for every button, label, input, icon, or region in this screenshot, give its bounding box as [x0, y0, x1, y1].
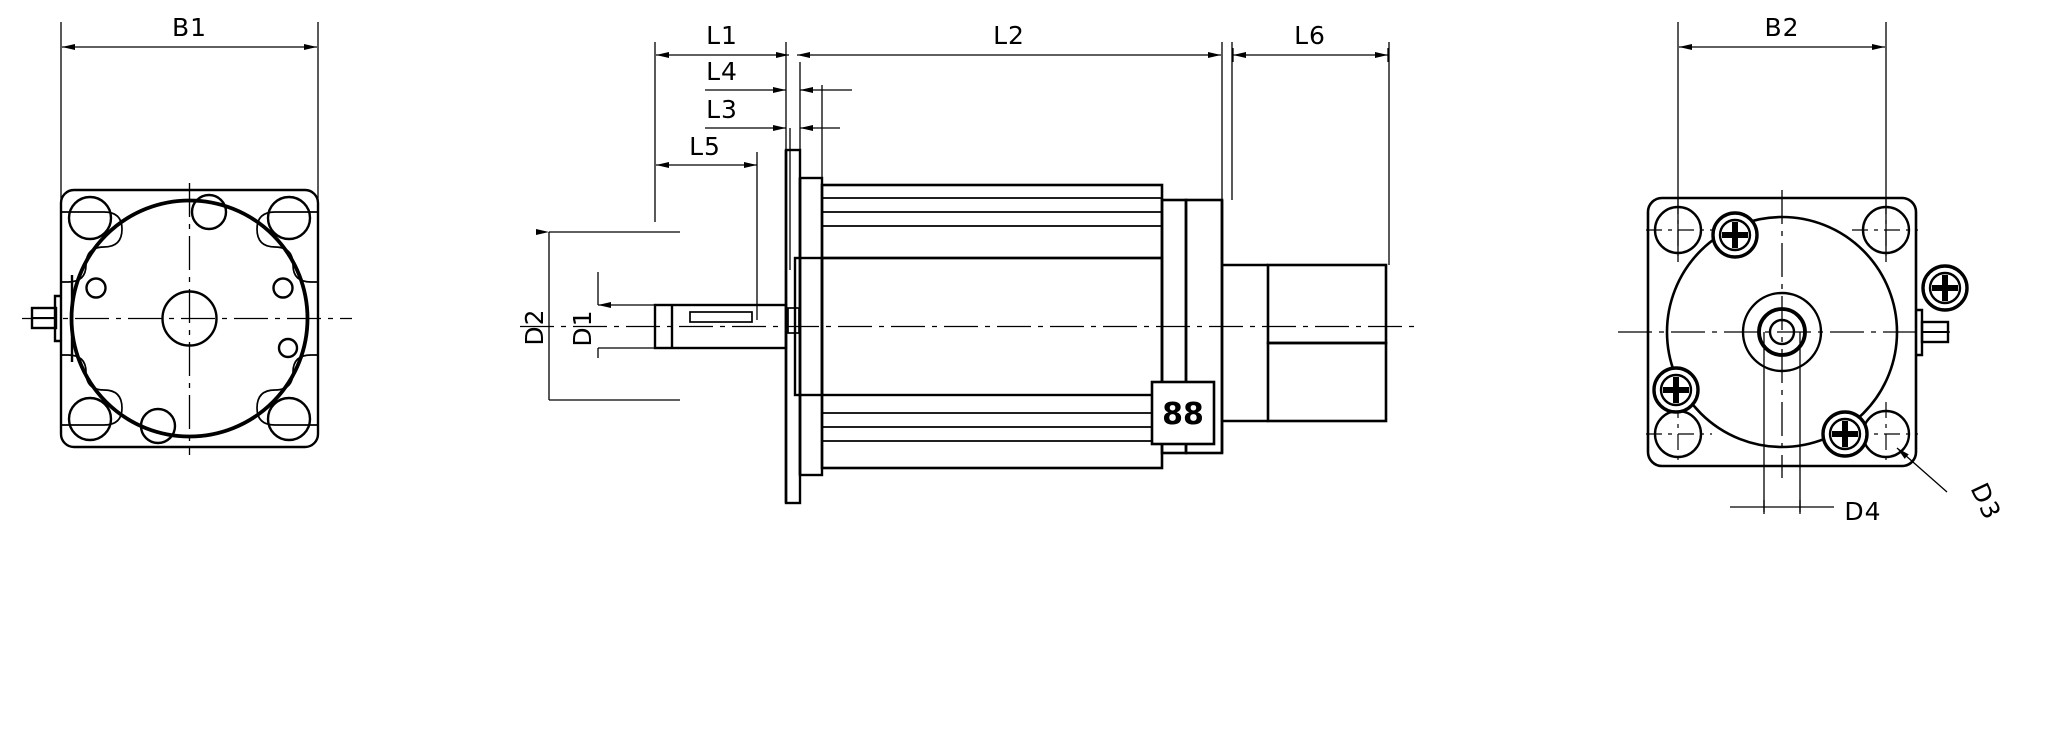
- d3-leader-line: [1896, 447, 1948, 493]
- rear-face-view: [1618, 22, 1969, 514]
- dimension-label-d1: D1: [568, 309, 597, 346]
- b2-witness-lines: [1677, 22, 1887, 262]
- mounting-holes: [67, 195, 312, 442]
- dimension-label-l5: L5: [689, 132, 721, 161]
- phillips-screw-bottom: [1821, 410, 1869, 458]
- dimension-label-l6: L6: [1294, 21, 1326, 50]
- dimension-label-b1: B1: [172, 13, 207, 42]
- dimension-label-l1: L1: [706, 21, 738, 50]
- dimension-label-d2: D2: [520, 308, 549, 345]
- stator-can: [822, 256, 1162, 260]
- dimension-label-l3: L3: [706, 95, 738, 124]
- phillips-screw-top-left: [1711, 211, 1759, 259]
- corner-boss-pockets: [61, 211, 318, 426]
- center-lines: [22, 183, 352, 455]
- dimension-label-b2: B2: [1764, 13, 1799, 42]
- side-elevation-view: [520, 42, 1420, 505]
- dimension-label-d4: D4: [1844, 497, 1881, 526]
- b1-witness-lines: [60, 22, 319, 210]
- d4-witness-lines: [1763, 332, 1801, 512]
- rear-center-lines: [1618, 190, 1950, 478]
- phillips-screws: [1652, 211, 1969, 458]
- d4-tick-marks: [1763, 500, 1801, 514]
- nameplate: [1150, 380, 1216, 446]
- dimension-label-d3: D3: [1965, 478, 2007, 524]
- small-tapped-holes: [85, 193, 299, 445]
- l6-tick-marks: [1232, 48, 1389, 62]
- phillips-screw-bottom-left: [1652, 366, 1700, 414]
- flange-keyway-notch: [787, 307, 800, 334]
- front-flange-view: [22, 22, 352, 455]
- dimension-label-l2: L2: [993, 21, 1025, 50]
- dimension-label-l4: L4: [706, 57, 738, 86]
- phillips-screw-right: [1921, 264, 1969, 312]
- terminal-box: [1220, 200, 1388, 453]
- nameplate-text: 88: [1162, 397, 1204, 432]
- motor-ribs: [822, 197, 1162, 442]
